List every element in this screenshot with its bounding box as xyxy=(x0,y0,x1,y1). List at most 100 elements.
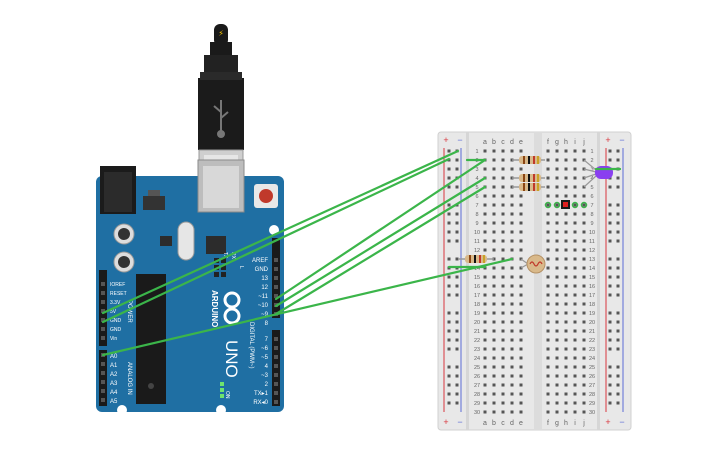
breadboard-hole[interactable] xyxy=(546,365,550,369)
breadboard-hole[interactable] xyxy=(492,212,496,216)
breadboard-hole[interactable] xyxy=(519,167,523,171)
breadboard-hole[interactable] xyxy=(501,167,505,171)
wire[interactable] xyxy=(274,176,487,308)
rail-hole[interactable] xyxy=(608,347,612,351)
breadboard-hole[interactable] xyxy=(483,392,487,396)
breadboard-hole[interactable] xyxy=(519,329,523,333)
breadboard-hole[interactable] xyxy=(510,230,514,234)
breadboard-hole[interactable] xyxy=(492,221,496,225)
breadboard-hole[interactable] xyxy=(501,347,505,351)
breadboard-hole[interactable] xyxy=(582,275,586,279)
wire[interactable] xyxy=(274,185,487,316)
breadboard-hole[interactable] xyxy=(555,401,559,405)
breadboard-hole[interactable] xyxy=(501,230,505,234)
breadboard-hole[interactable] xyxy=(483,329,487,333)
breadboard-hole[interactable] xyxy=(582,194,586,198)
rail-hole[interactable] xyxy=(616,365,620,369)
rail-hole[interactable] xyxy=(447,176,451,180)
breadboard-hole[interactable] xyxy=(483,374,487,378)
breadboard-hole[interactable] xyxy=(582,248,586,252)
breadboard-hole[interactable] xyxy=(492,176,496,180)
breadboard-hole[interactable] xyxy=(573,230,577,234)
rail-hole[interactable] xyxy=(608,320,612,324)
breadboard-hole[interactable] xyxy=(510,194,514,198)
rail-hole[interactable] xyxy=(616,311,620,315)
rail-hole[interactable] xyxy=(455,329,459,333)
breadboard-hole[interactable] xyxy=(582,356,586,360)
breadboard-hole[interactable] xyxy=(573,392,577,396)
rail-hole[interactable] xyxy=(447,320,451,324)
breadboard-hole[interactable] xyxy=(573,383,577,387)
breadboard-hole[interactable] xyxy=(582,257,586,261)
breadboard-hole[interactable] xyxy=(546,185,550,189)
breadboard-hole[interactable] xyxy=(492,401,496,405)
breadboard-hole[interactable] xyxy=(582,365,586,369)
breadboard-hole[interactable] xyxy=(483,293,487,297)
breadboard-hole[interactable] xyxy=(501,293,505,297)
breadboard-hole[interactable] xyxy=(483,275,487,279)
breadboard-hole[interactable] xyxy=(564,284,568,288)
breadboard-hole[interactable] xyxy=(573,158,577,162)
rail-hole[interactable] xyxy=(616,266,620,270)
breadboard-hole[interactable] xyxy=(555,230,559,234)
breadboard-hole[interactable] xyxy=(555,212,559,216)
breadboard-hole[interactable] xyxy=(564,293,568,297)
breadboard-hole[interactable] xyxy=(510,293,514,297)
breadboard-hole[interactable] xyxy=(546,302,550,306)
breadboard-hole[interactable] xyxy=(546,221,550,225)
breadboard-hole[interactable] xyxy=(510,167,514,171)
rail-hole[interactable] xyxy=(616,338,620,342)
breadboard-hole[interactable] xyxy=(510,275,514,279)
breadboard-hole[interactable] xyxy=(510,203,514,207)
breadboard-hole[interactable] xyxy=(519,284,523,288)
resistor[interactable] xyxy=(512,156,545,164)
breadboard-hole[interactable] xyxy=(555,221,559,225)
rail-hole[interactable] xyxy=(616,185,620,189)
rail-hole[interactable] xyxy=(455,347,459,351)
breadboard-hole[interactable] xyxy=(483,401,487,405)
rail-hole[interactable] xyxy=(608,383,612,387)
rail-hole[interactable] xyxy=(616,257,620,261)
rail-hole[interactable] xyxy=(608,293,612,297)
breadboard-hole[interactable] xyxy=(510,284,514,288)
breadboard-hole[interactable] xyxy=(555,149,559,153)
rail-hole[interactable] xyxy=(616,149,620,153)
rail-hole[interactable] xyxy=(616,203,620,207)
breadboard-hole[interactable] xyxy=(492,338,496,342)
breadboard-hole[interactable] xyxy=(519,275,523,279)
rail-hole[interactable] xyxy=(455,401,459,405)
breadboard-hole[interactable] xyxy=(555,320,559,324)
wire[interactable] xyxy=(101,149,460,315)
rail-hole[interactable] xyxy=(447,401,451,405)
wire[interactable] xyxy=(101,257,514,357)
breadboard-hole[interactable] xyxy=(492,311,496,315)
breadboard-hole[interactable] xyxy=(564,374,568,378)
breadboard-hole[interactable] xyxy=(483,302,487,306)
breadboard-hole[interactable] xyxy=(510,239,514,243)
breadboard-hole[interactable] xyxy=(501,320,505,324)
breadboard-hole[interactable] xyxy=(573,275,577,279)
breadboard-hole[interactable] xyxy=(573,374,577,378)
breadboard-hole[interactable] xyxy=(492,167,496,171)
breadboard-hole[interactable] xyxy=(510,248,514,252)
breadboard-hole[interactable] xyxy=(483,320,487,324)
breadboard-hole[interactable] xyxy=(483,356,487,360)
breadboard-hole[interactable] xyxy=(510,338,514,342)
rail-hole[interactable] xyxy=(447,383,451,387)
breadboard-hole[interactable] xyxy=(582,230,586,234)
rail-hole[interactable] xyxy=(455,257,459,261)
breadboard-hole[interactable] xyxy=(546,401,550,405)
breadboard-hole[interactable] xyxy=(510,212,514,216)
rail-hole[interactable] xyxy=(616,383,620,387)
rail-hole[interactable] xyxy=(608,365,612,369)
rail-hole[interactable] xyxy=(455,293,459,297)
breadboard-hole[interactable] xyxy=(546,194,550,198)
breadboard-hole[interactable] xyxy=(546,176,550,180)
breadboard-hole[interactable] xyxy=(501,275,505,279)
breadboard-hole[interactable] xyxy=(519,392,523,396)
breadboard-hole[interactable] xyxy=(582,302,586,306)
rail-hole[interactable] xyxy=(608,212,612,216)
breadboard-hole[interactable] xyxy=(483,311,487,315)
breadboard-hole[interactable] xyxy=(546,203,550,207)
breadboard-hole[interactable] xyxy=(555,338,559,342)
